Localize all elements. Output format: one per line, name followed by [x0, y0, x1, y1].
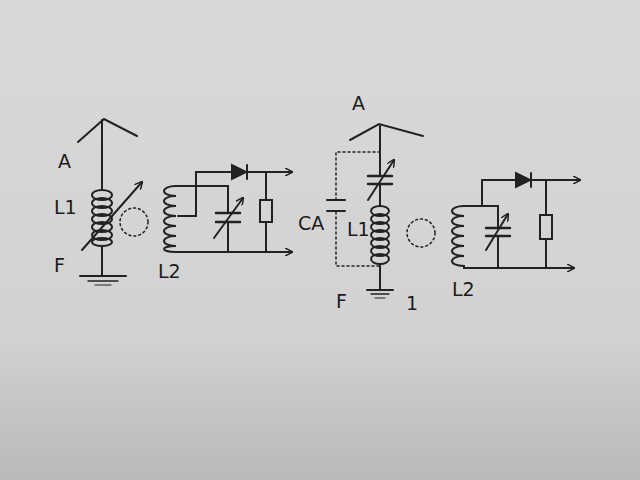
variable-arrow [214, 198, 243, 238]
callout-number: 1 [406, 292, 418, 314]
ground-label-holder: F [336, 292, 347, 312]
coil-label-holder: L2 [452, 280, 475, 300]
coil-label-holder: L1 [54, 198, 77, 218]
callout-number-holder: 1 [406, 294, 418, 314]
left-receiver [78, 119, 292, 285]
ground-label: F [336, 290, 347, 312]
resistor-symbol [540, 215, 552, 239]
coupling-circle [407, 219, 435, 247]
capacitor-plate [216, 221, 240, 224]
optional-capacitor [336, 152, 380, 266]
coil-label-holder: L2 [158, 262, 181, 282]
ground-symbol [80, 276, 126, 285]
coil-symbol [371, 206, 389, 264]
capacitor-label: CA [298, 212, 324, 234]
capacitor-plate [368, 175, 392, 178]
ground-symbol [367, 290, 393, 298]
coil-label: L2 [158, 260, 181, 282]
coil-label: L2 [452, 278, 475, 300]
antenna-label: A [352, 92, 365, 114]
coil-symbol [164, 186, 176, 252]
diode-symbol [516, 173, 530, 187]
antenna-label: A [58, 150, 71, 172]
right-receiver [327, 124, 580, 298]
diode-symbol [232, 165, 246, 179]
antenna-symbol [350, 124, 423, 140]
coil-label: L1 [54, 196, 77, 218]
capacitor-plate [216, 212, 240, 215]
capacitor-label-holder: CA [298, 214, 324, 234]
antenna-symbol [78, 119, 137, 142]
coupling-circle [120, 208, 148, 236]
antenna-label-holder: A [352, 94, 365, 114]
antenna-label-holder: A [58, 152, 71, 172]
coil-label: L1 [347, 218, 370, 240]
variable-arrow [82, 182, 142, 250]
ground-label-holder: F [54, 256, 65, 276]
ground-label: F [54, 254, 65, 276]
coil-symbol [452, 206, 464, 266]
coil-label-holder: L1 [347, 220, 370, 240]
resistor-symbol [260, 200, 272, 222]
